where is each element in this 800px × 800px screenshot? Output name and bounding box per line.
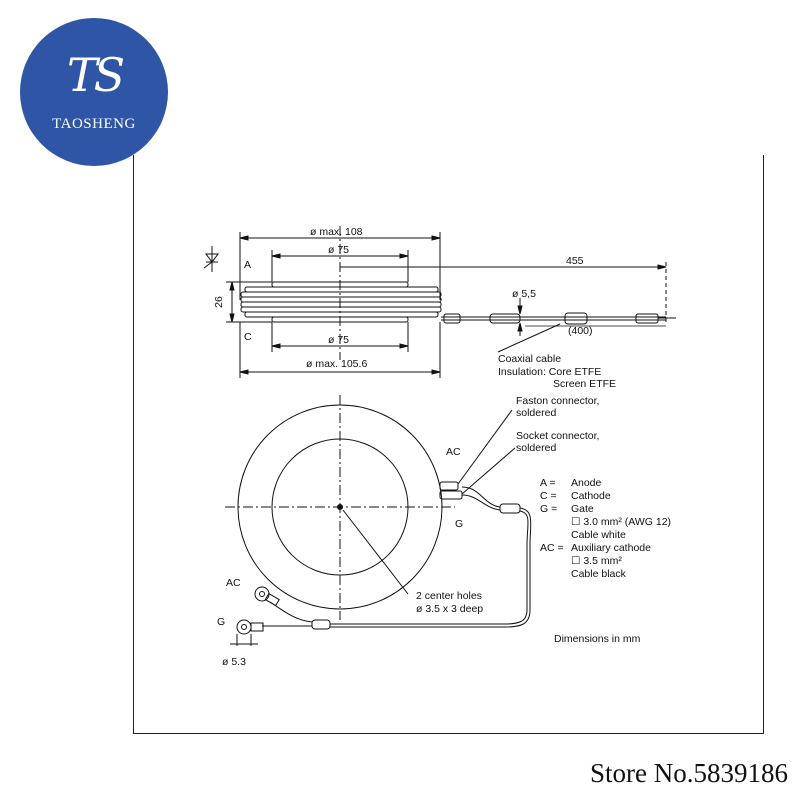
dim-lug: ø 5.3	[222, 656, 246, 668]
store-number: Store No.5839186	[590, 758, 788, 788]
label-ac-top: AC	[446, 446, 461, 458]
logo-name: TAOSHENG	[52, 116, 136, 132]
label-ac-left: AC	[226, 577, 241, 589]
sheet-right-border	[763, 155, 764, 733]
legend-key-anode: A =	[540, 477, 556, 489]
dim-outer-top: ø max. 108	[310, 226, 363, 238]
legend-text-aux-cathode: Auxiliary cathode	[571, 542, 651, 554]
legend-gate-color: Cable white	[571, 529, 626, 541]
legend-text-cathode: Cathode	[571, 490, 611, 502]
legend-text-anode: Anode	[571, 477, 602, 489]
dim-inner-bottom: ø 75	[328, 334, 350, 346]
dim-cable-partial: (400)	[568, 325, 593, 337]
legend-key-aux-cathode: AC =	[540, 542, 564, 554]
legend-text-gate: Gate	[571, 503, 594, 515]
note-coaxial-title: Coaxial cable	[498, 353, 562, 365]
label-g-left: G	[217, 616, 226, 628]
label-cathode: C	[244, 331, 252, 343]
label-anode: A	[244, 259, 252, 271]
legend-aux-color: Cable black	[571, 568, 626, 580]
dim-outer-bottom: ø max. 105.6	[306, 358, 368, 370]
note-socket-2: soldered	[516, 442, 557, 454]
dim-cable-diameter: ø 5,5	[512, 288, 536, 300]
note-faston-1: Faston connector,	[516, 395, 600, 407]
dim-cable-length: 455	[566, 255, 584, 267]
dim-height: 26	[212, 296, 225, 308]
legend-gate-size: ☐ 3.0 mm² (AWG 12)	[571, 516, 672, 528]
note-faston-2: soldered	[516, 407, 557, 419]
brand-logo: TS TAOSHENG	[20, 18, 168, 166]
label-g-right: G	[455, 518, 464, 530]
note-holes-1: 2 center holes	[416, 590, 482, 602]
note-coaxial-core: Insulation: Core ETFE	[498, 366, 602, 378]
legend-key-cathode: C =	[540, 490, 557, 502]
legend-key-gate: G =	[540, 503, 558, 515]
logo-monogram: TS	[66, 48, 125, 102]
note-holes-2: ø 3.5 x 3 deep	[416, 603, 484, 615]
note-socket-1: Socket connector,	[516, 430, 600, 442]
legend-aux-size: ☐ 3.5 mm²	[571, 555, 622, 567]
drawing-sheet	[133, 155, 764, 734]
note-coaxial-screen: Screen ETFE	[553, 378, 617, 390]
note-dimensions: Dimensions in mm	[554, 633, 641, 645]
dim-inner-top: ø 75	[328, 244, 350, 256]
